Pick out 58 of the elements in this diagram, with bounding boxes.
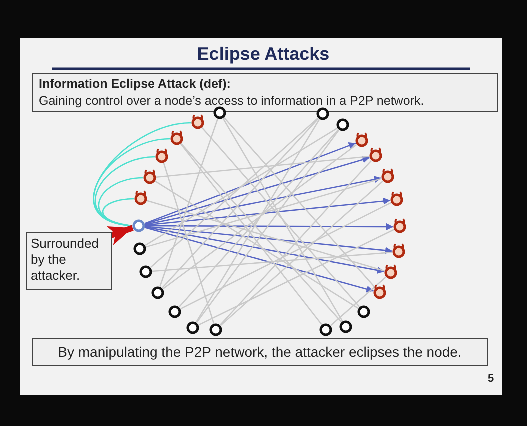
arrow [145,227,374,293]
connection-line [98,177,144,227]
connection-line [162,144,358,290]
connection-line [155,180,359,310]
connection-line [178,129,340,308]
attacker-node-icon [354,130,370,148]
arrow [145,156,370,225]
connection-line [146,178,382,248]
connection-line [196,130,340,324]
connection-line [330,276,387,326]
arrow [145,226,385,274]
attacker-node-icon [142,167,158,185]
connection-line [160,118,218,288]
connection-line [150,118,319,268]
callout-box [26,232,112,290]
attacker-node-icon [169,128,185,146]
attacker-node-icon [190,112,206,130]
connection-line [147,200,385,272]
connection-line [145,128,338,246]
attacker-node-icon [154,146,170,164]
callout-text: Surrounded by the attacker. [31,236,100,284]
page-number: 5 [488,373,494,385]
connection-line [198,229,394,326]
attacker-node-icon [380,166,396,184]
definition-text: Gaining control over a node’s access to information in a P2P network. [39,93,426,110]
arrow [145,176,382,226]
definition-heading: Information Eclipse Attack (def): [39,76,232,93]
arrow [145,198,391,226]
connection-line [95,156,156,227]
connection-line [102,198,135,227]
connection-line [202,127,360,308]
connection-line [180,202,392,310]
attacker-node-icon [368,145,384,163]
attacker-node-icon [372,282,388,300]
attacker-node-icon [383,262,399,280]
note-box [32,338,488,366]
connection-line [152,252,393,272]
attacker-node-icon [392,216,408,234]
summary-text: By manipulating the P2P network, the attacker eclipses the node. [58,344,462,360]
connection-line [93,122,192,227]
connection-line [220,160,372,326]
arrow [146,223,394,230]
attacker-node-icon [391,241,407,259]
connection-line [224,117,376,289]
arrow [106,225,134,246]
arrow [145,226,393,254]
connection-line [93,138,171,227]
connection-line [156,156,370,178]
connection-line [196,119,320,323]
connection-line [220,180,384,326]
connection-line [162,118,320,289]
definition-box [32,73,498,112]
slide-title: Eclipse Attacks [197,44,330,65]
attacker-node-icon [389,189,405,207]
arrow [144,142,356,224]
attacker-node-icon [133,188,149,206]
connection-line [163,163,215,324]
connection-line [222,118,344,322]
